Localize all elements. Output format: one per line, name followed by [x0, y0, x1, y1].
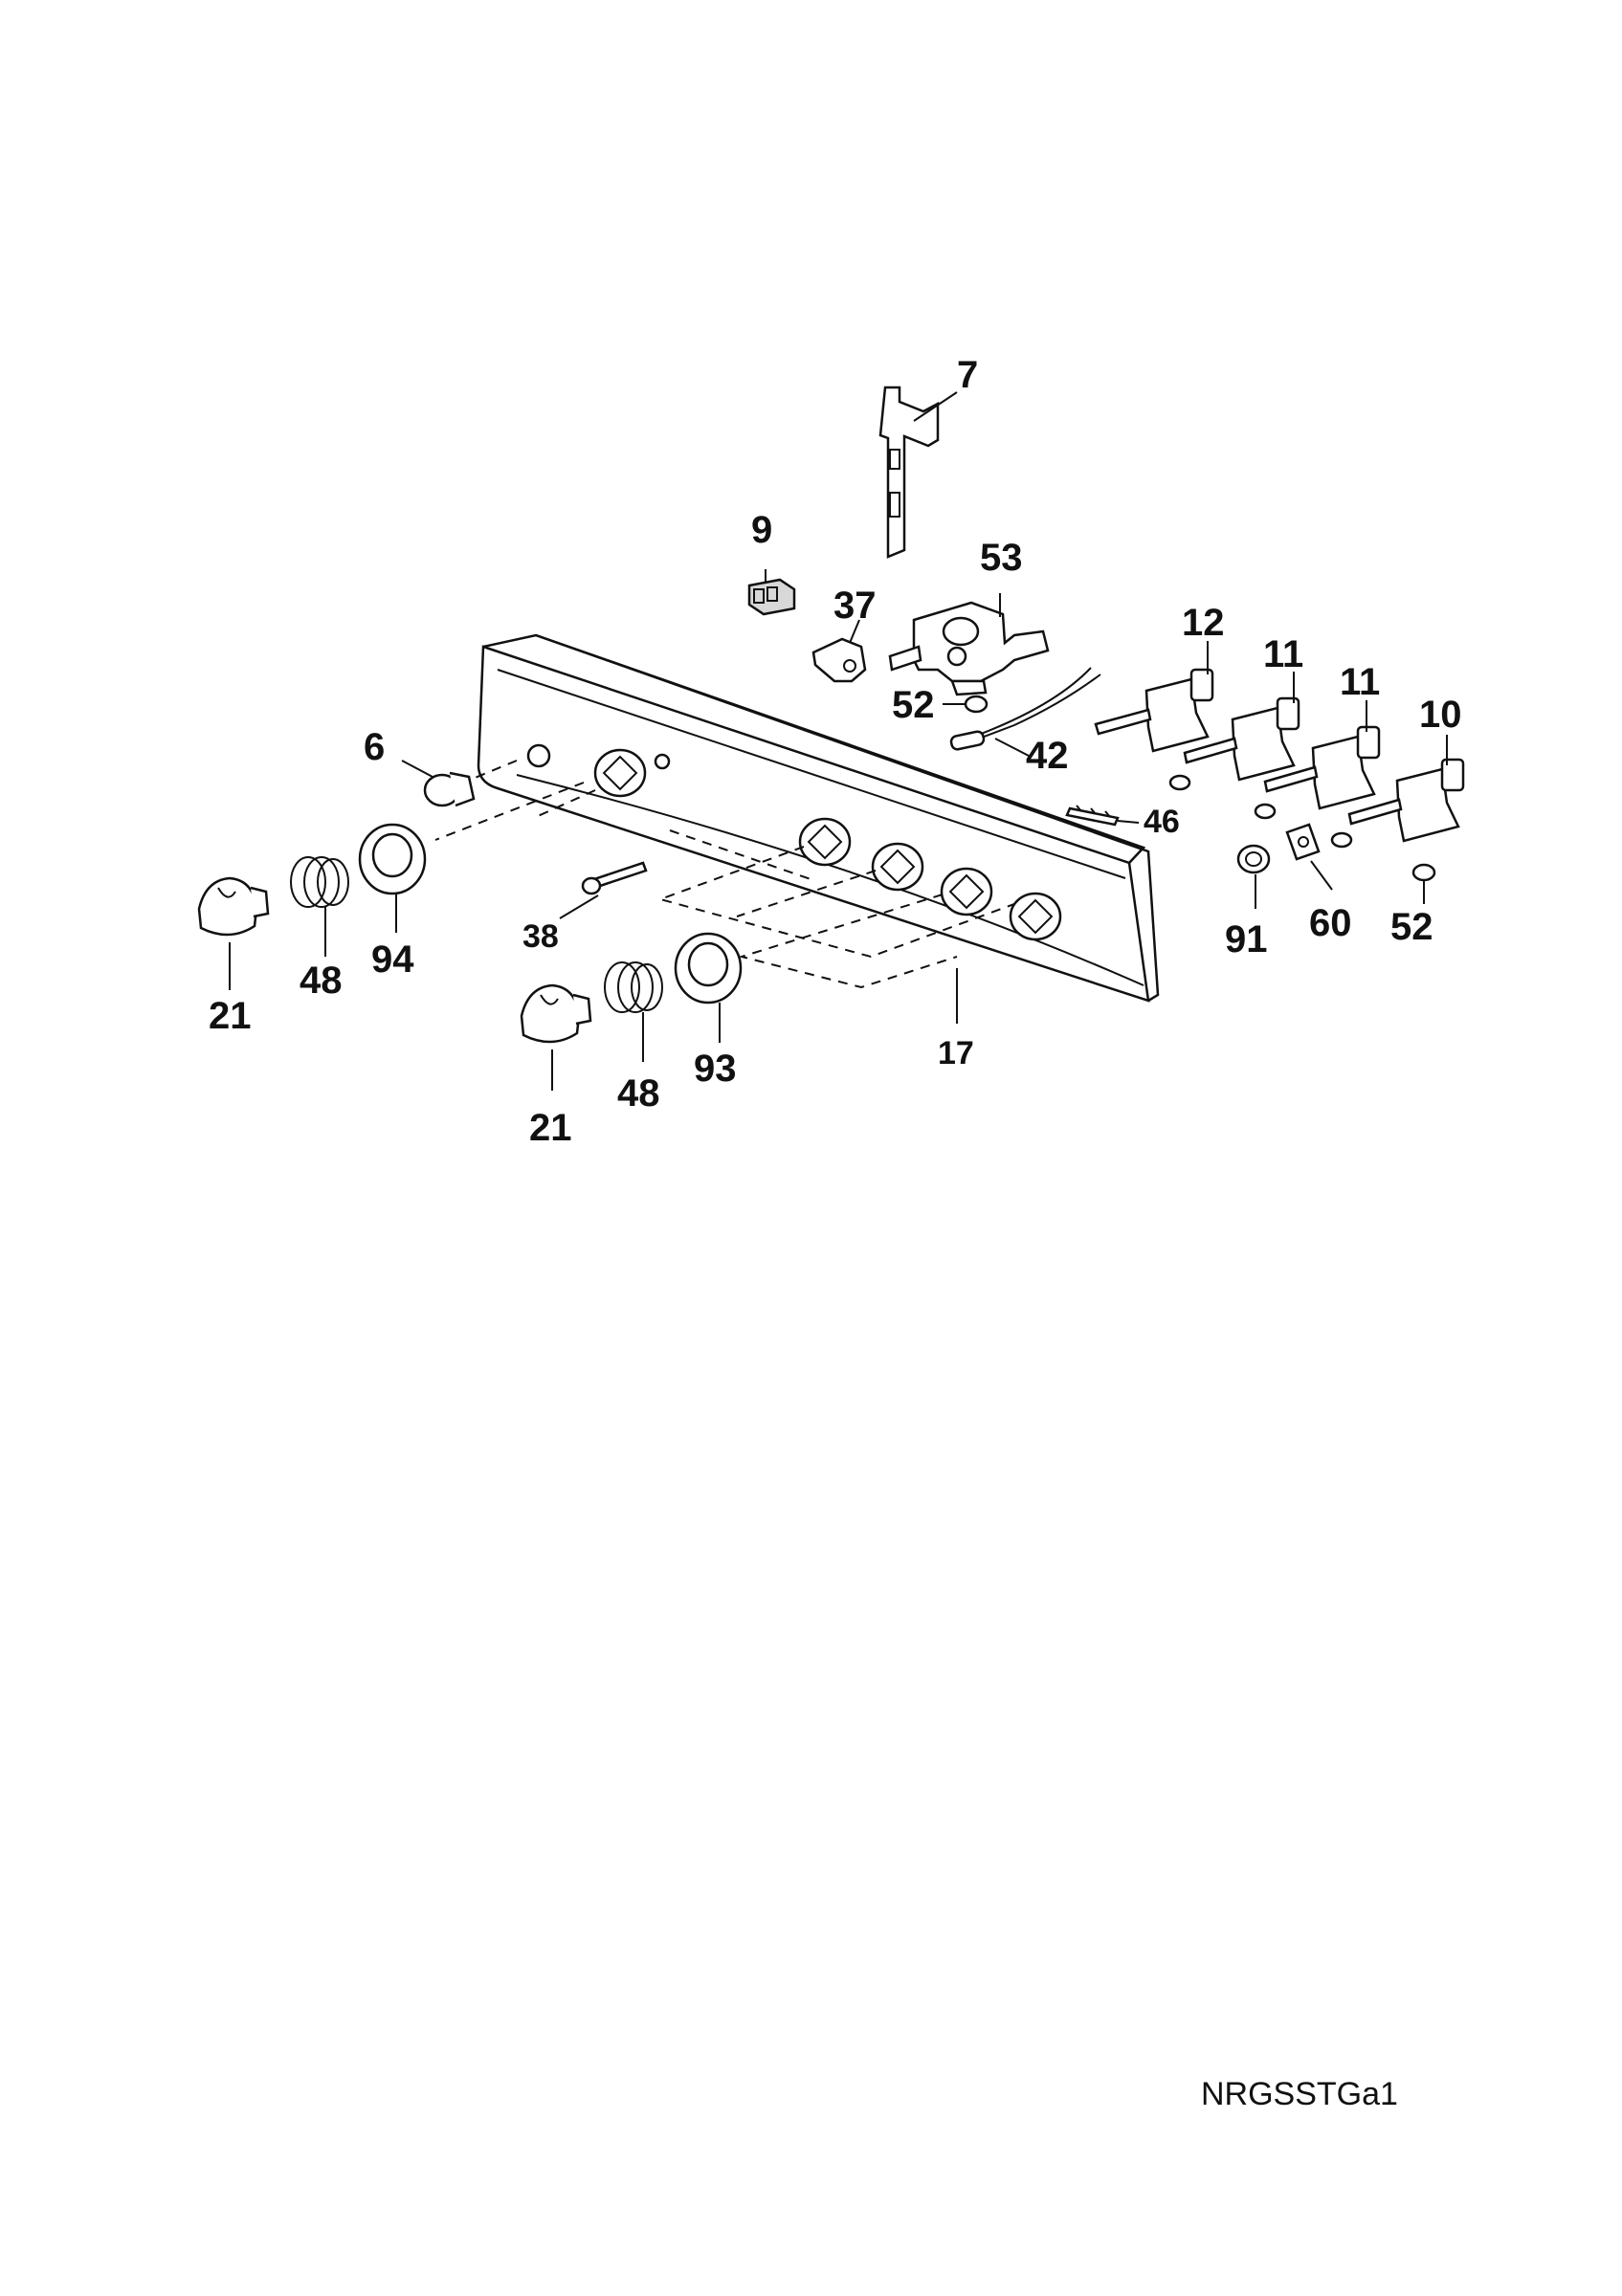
switch-part [747, 569, 796, 616]
bracket-part [878, 386, 958, 559]
label-part-91: 91 [1225, 918, 1268, 960]
knob-assembly-right [520, 932, 743, 1091]
washer-part-upper [943, 695, 989, 714]
thermocouple-part [949, 667, 1101, 757]
label-part-52-a: 52 [892, 684, 935, 726]
label-part-10: 10 [1419, 694, 1462, 736]
drawing-reference-code: NRGSSTGa1 [1201, 2076, 1398, 2112]
thermostat-valve-part [888, 593, 1050, 696]
gas-tap-part-10 [1330, 735, 1465, 849]
washer-part-lower [1411, 863, 1436, 904]
label-part-37: 37 [833, 585, 877, 627]
spring-clip-part [1065, 805, 1140, 827]
label-part-46: 46 [1144, 804, 1180, 840]
label-part-48-a: 48 [300, 960, 343, 1002]
knob-assembly-left [197, 823, 427, 990]
label-part-42: 42 [1026, 735, 1069, 777]
gas-tap-part-11b [1254, 700, 1381, 820]
label-part-93: 93 [694, 1048, 737, 1090]
screw-part [559, 861, 648, 919]
label-part-12: 12 [1182, 602, 1225, 644]
label-part-6: 6 [364, 726, 385, 768]
label-part-17: 17 [938, 1035, 974, 1071]
label-part-53: 53 [980, 537, 1023, 579]
microswitch-part [1285, 823, 1333, 891]
label-part-21-a: 21 [209, 995, 252, 1037]
cam-part [811, 619, 867, 683]
control-panel [477, 633, 1160, 1003]
label-part-38: 38 [522, 918, 559, 955]
bush-part [1236, 844, 1271, 909]
label-part-60: 60 [1309, 902, 1352, 944]
label-part-48-b: 48 [617, 1072, 660, 1115]
label-part-52-b: 52 [1390, 906, 1433, 948]
gas-tap-part-11a [1168, 672, 1300, 791]
label-part-21-b: 21 [529, 1107, 572, 1149]
label-part-7: 7 [957, 354, 978, 396]
label-part-9: 9 [751, 509, 772, 551]
indicator-lamp-part [401, 760, 476, 807]
label-part-11-b: 11 [1340, 661, 1380, 703]
assembly-guide-lines [434, 760, 1015, 989]
label-part-94: 94 [371, 938, 414, 981]
label-part-11-a: 11 [1263, 633, 1303, 675]
gas-tap-part-12 [1094, 641, 1214, 753]
